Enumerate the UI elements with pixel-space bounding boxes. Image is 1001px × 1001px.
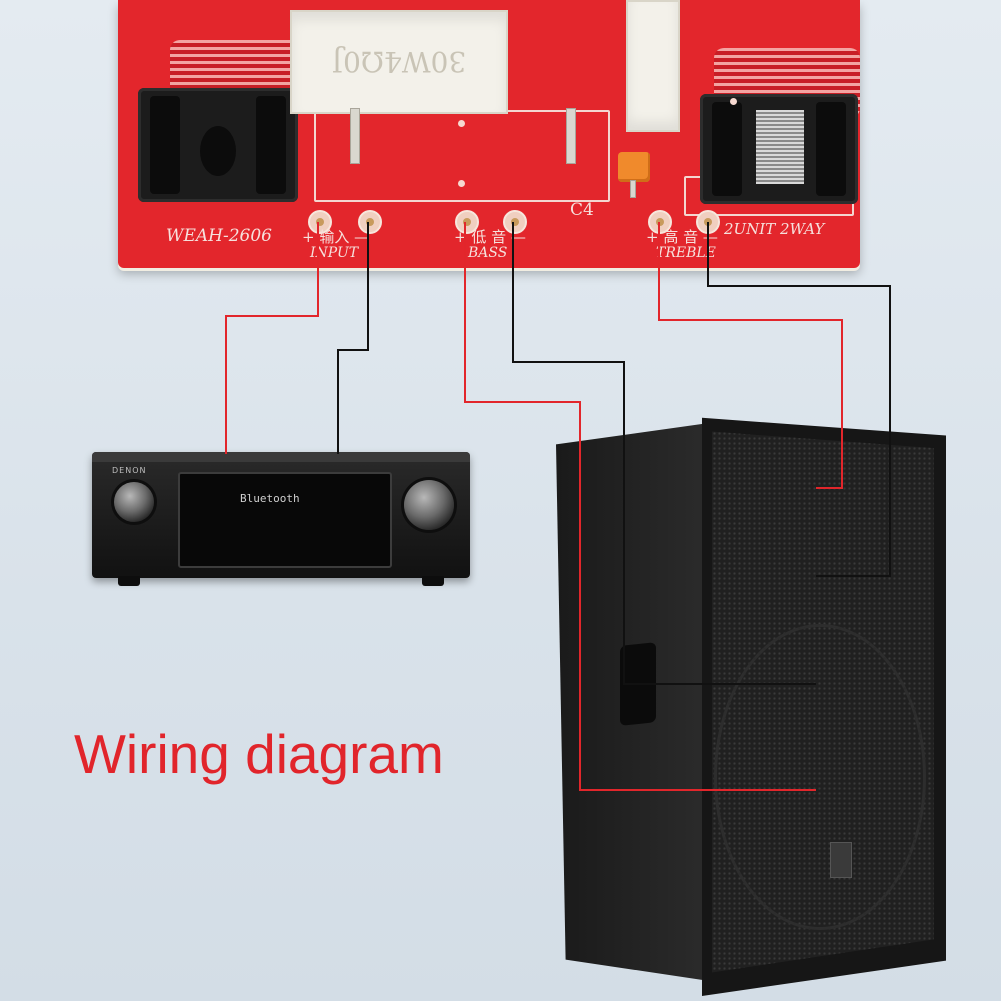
core-slot-center: [200, 126, 236, 176]
receiver-volume-knob[interactable]: [404, 480, 454, 530]
speaker-cabinet: [556, 406, 946, 996]
core-slot-left: [150, 96, 180, 194]
speaker-handle: [620, 642, 656, 726]
receiver-display: Bluetooth: [178, 472, 392, 568]
speaker-logo-badge: [830, 842, 852, 878]
crossover-board: 30W4Ω0J WEAH-2606 + 输入 — INPUT + 低 音 —: [118, 0, 860, 268]
core-slot-right-left: [712, 102, 742, 196]
capacitor-lead: [630, 180, 636, 198]
resistor-lead-right: [566, 108, 576, 164]
board-via: [458, 120, 465, 127]
resistor-marking: 30W4Ω0J: [331, 45, 467, 79]
resistor-lead-left: [350, 108, 360, 164]
input-label: INPUT: [310, 245, 359, 261]
capacitor-c4: [618, 152, 650, 182]
core-slot-right-right: [816, 102, 846, 196]
bass-polarity-label: + 低 音 —: [454, 228, 526, 246]
receiver-foot-right: [422, 576, 444, 586]
treble-label: TREBLE: [656, 245, 716, 261]
input-polarity-label: + 输入 —: [302, 228, 370, 246]
bass-label: BASS: [468, 245, 508, 261]
inductor-core-right: [700, 94, 858, 204]
treble-polarity-label: + 高 音 —: [646, 228, 718, 246]
small-resistor: [626, 0, 680, 132]
crossover-config-label: 2UNIT 2WAY: [724, 220, 825, 238]
diagram-title: Wiring diagram: [74, 723, 444, 785]
speaker-woofer-outline: [714, 624, 926, 930]
board-via: [458, 180, 465, 187]
board-via: [730, 98, 737, 105]
board-model-label: WEAH-2606: [166, 226, 272, 246]
receiver-display-text: Bluetooth: [240, 492, 300, 505]
core-slot-right: [256, 96, 286, 194]
receiver-input-knob[interactable]: [114, 482, 154, 522]
power-resistor: 30W4Ω0J: [290, 10, 508, 114]
core-winding-window: [756, 110, 804, 184]
av-receiver: DENON Bluetooth: [92, 452, 470, 586]
receiver-foot-left: [118, 576, 140, 586]
inductor-core-left: [138, 88, 298, 202]
capacitor-designator: C4: [570, 200, 594, 220]
receiver-brand: DENON: [112, 466, 147, 475]
receiver-top-panel: [92, 452, 470, 462]
